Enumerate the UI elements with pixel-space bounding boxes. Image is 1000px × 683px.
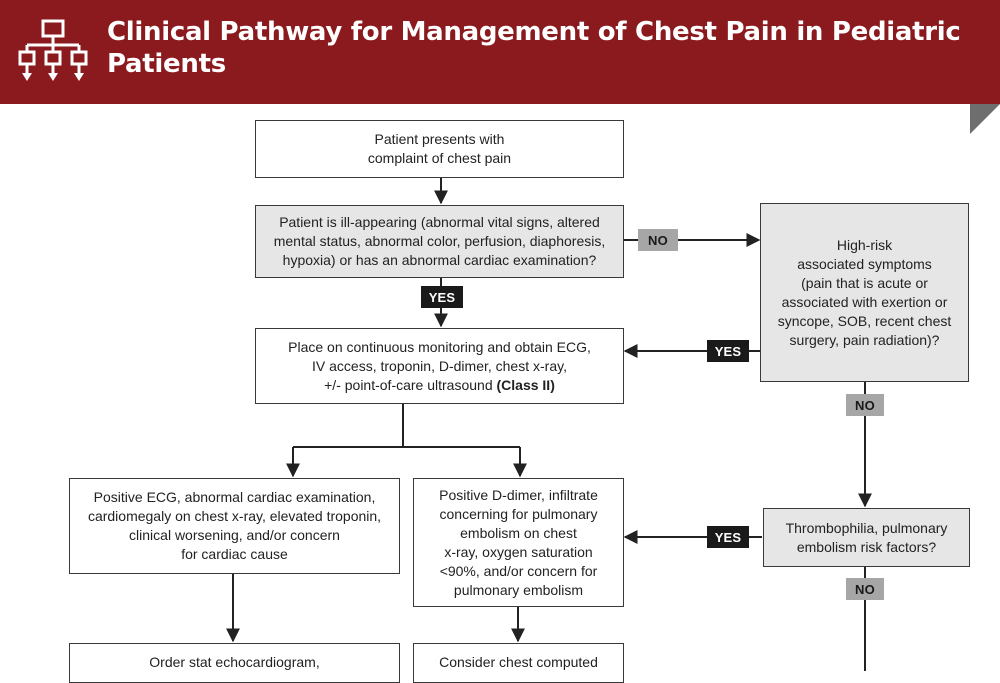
- box-echo-text: Order stat echocardiogram,: [149, 654, 320, 670]
- box-monitoring: Place on continuous monitoring and obtai…: [255, 328, 624, 404]
- monitoring-main-text: Place on continuous monitoring and obtai…: [288, 338, 591, 393]
- box-patient-presents-text: Patient presents with complaint of chest…: [367, 131, 512, 166]
- tag-yes-thrombophilia: YES: [707, 526, 749, 548]
- box-cardiac-cause: Positive ECG, abnormal cardiac examinati…: [69, 478, 400, 574]
- box-thrombophilia-text: Thrombophilia, pulmonary embolism risk f…: [785, 519, 948, 555]
- page-title: Clinical Pathway for Management of Chest…: [107, 17, 961, 79]
- flowchart-icon: [18, 19, 88, 81]
- tag-no-highrisk: NO: [846, 394, 884, 416]
- box-monitoring-text: Place on continuous monitoring and obtai…: [288, 338, 591, 395]
- tag-yes-ill: YES: [421, 286, 463, 308]
- tag-no-ill: NO: [638, 229, 678, 251]
- box-ct: Consider chest computed: [413, 643, 624, 683]
- box-echo: Order stat echocardiogram,: [69, 643, 400, 683]
- monitoring-class-text: (Class II): [496, 376, 555, 393]
- box-pe-concern-text: Positive D-dimer, infiltrate concerning …: [439, 486, 598, 598]
- box-high-risk: High-risk associated symptoms (pain that…: [760, 203, 969, 382]
- box-thrombophilia: Thrombophilia, pulmonary embolism risk f…: [763, 508, 970, 567]
- box-cardiac-cause-text: Positive ECG, abnormal cardiac examinati…: [87, 489, 382, 562]
- tag-no-thrombophilia: NO: [846, 578, 884, 600]
- box-high-risk-text: High-risk associated symptoms (pain that…: [777, 236, 952, 348]
- box-patient-presents: Patient presents with complaint of chest…: [255, 120, 624, 178]
- box-pe-concern: Positive D-dimer, infiltrate concerning …: [413, 478, 624, 607]
- header-banner: Clinical Pathway for Management of Chest…: [0, 0, 1000, 104]
- box-ill-appearing-text: Patient is ill-appearing (abnormal vital…: [273, 214, 606, 268]
- connector-monitoring-split: [293, 404, 404, 448]
- tag-yes-highrisk: YES: [707, 340, 749, 362]
- box-ill-appearing: Patient is ill-appearing (abnormal vital…: [255, 205, 624, 278]
- box-ct-text: Consider chest computed: [439, 654, 598, 670]
